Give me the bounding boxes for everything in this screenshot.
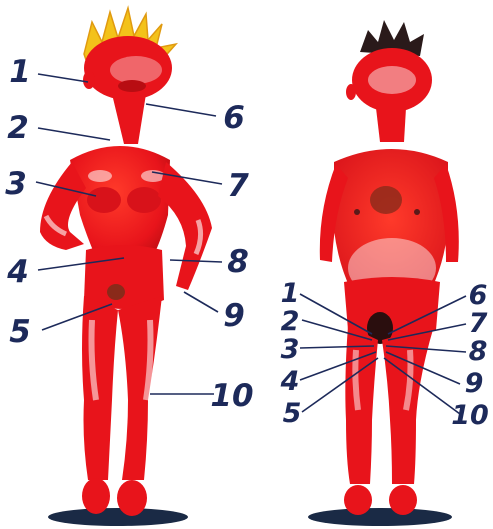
left-ear [83, 71, 95, 89]
left-pubic-area [107, 284, 125, 300]
left-label-4: 4 [6, 254, 29, 290]
left-label-6: 6 [223, 100, 245, 136]
right-foot-right [389, 485, 417, 515]
left-leg-left [82, 296, 118, 480]
right-label-3: 3 [281, 334, 300, 365]
right-ear [346, 84, 356, 100]
left-label-3: 3 [5, 166, 27, 202]
right-label-6: 6 [469, 280, 488, 311]
right-chest-hair [370, 186, 402, 214]
left-face-highlight [110, 56, 162, 84]
right-label-1: 1 [281, 278, 300, 309]
left-leader-2 [38, 128, 110, 140]
left-mouth [118, 80, 146, 92]
left-leg-right [118, 296, 162, 480]
right-label-5: 5 [283, 398, 302, 429]
right-neck [376, 108, 406, 142]
right-label-4: 4 [280, 366, 300, 397]
right-ground-shadow [308, 508, 452, 526]
right-face-highlight [368, 66, 416, 94]
left-label-10: 10 [210, 378, 253, 414]
right-label-7: 7 [469, 308, 488, 339]
right-label-10: 10 [451, 400, 489, 431]
right-leg-left [345, 326, 378, 484]
left-foot-right [117, 480, 147, 516]
right-foot-left [344, 485, 372, 515]
left-leader-6 [146, 104, 216, 116]
right-figure [308, 20, 459, 526]
left-leader-8 [170, 260, 222, 262]
left-label-7: 7 [227, 168, 249, 204]
left-neck [112, 94, 146, 144]
left-breast-right [127, 187, 161, 213]
right-label-8: 8 [469, 336, 488, 367]
left-figure [40, 8, 212, 526]
right-label-2: 2 [281, 306, 300, 337]
left-label-8: 8 [227, 244, 249, 280]
left-leader-9 [184, 292, 218, 312]
left-label-9: 9 [223, 298, 245, 334]
left-leader-1 [38, 74, 88, 82]
left-ground-shadow [48, 508, 188, 526]
right-label-9: 9 [465, 368, 484, 399]
left-label-5: 5 [9, 314, 31, 350]
left-foot-left [82, 478, 110, 514]
left-label-2: 2 [7, 110, 29, 146]
left-label-1: 1 [9, 54, 31, 90]
left-breast-left [87, 187, 121, 213]
